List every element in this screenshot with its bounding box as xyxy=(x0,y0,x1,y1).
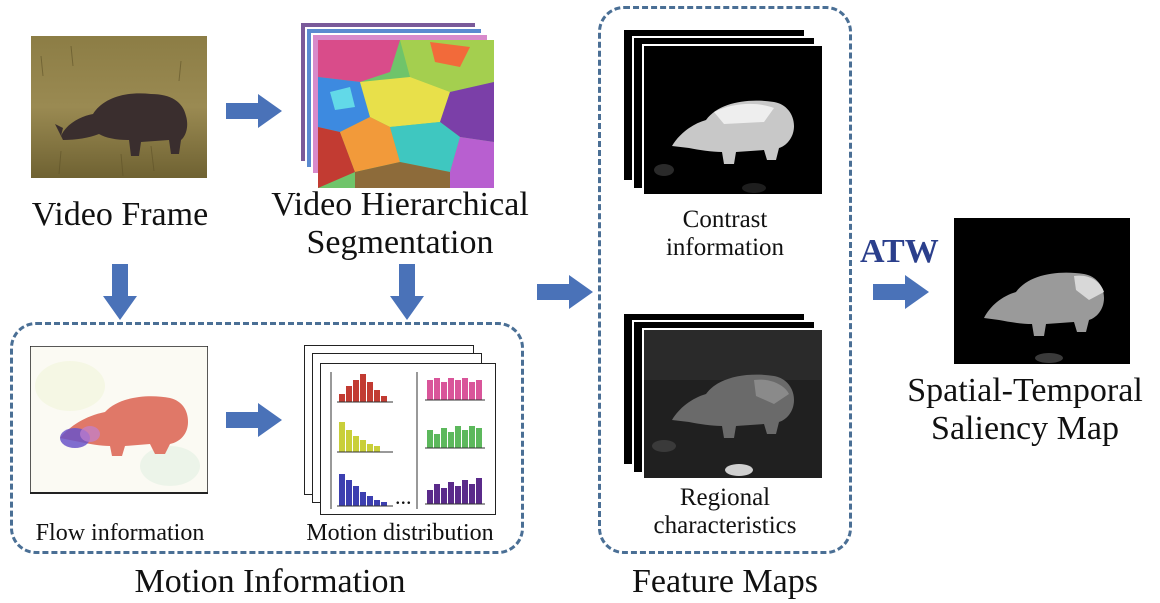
regional-label-line1: Regional xyxy=(679,484,771,511)
segmentation-stack xyxy=(300,22,500,192)
motion-distribution-front: ... xyxy=(320,363,496,515)
arrow-right-icon xyxy=(873,275,929,309)
histogram-red xyxy=(339,374,387,402)
regional-characteristics-label: Regional characteristics xyxy=(630,484,820,540)
saliency-label-line1: Spatial-Temporal xyxy=(907,372,1143,409)
histogram-pink xyxy=(427,378,482,400)
histogram-blue xyxy=(339,474,387,506)
regional-map-stack xyxy=(624,314,824,482)
arrow-down-icon xyxy=(390,264,424,320)
histogram-yellow xyxy=(339,422,380,452)
contrast-label-line1: Contrast xyxy=(682,206,768,233)
flow-information-image xyxy=(30,346,208,494)
segmentation-label-line1: Video Hierarchical xyxy=(271,186,529,223)
saliency-map-image xyxy=(954,218,1130,364)
arrow-right-icon xyxy=(226,94,282,128)
contrast-information-label: Contrast information xyxy=(640,206,810,262)
histogram-purple xyxy=(427,478,482,504)
motion-distribution-label: Motion distribution xyxy=(306,520,494,546)
video-frame-label: Video Frame xyxy=(31,196,209,233)
atw-label: ATW xyxy=(860,233,939,270)
histogram-green xyxy=(427,426,482,448)
arrow-right-icon xyxy=(537,275,593,309)
regional-label-line2: characteristics xyxy=(653,512,797,539)
feature-maps-box xyxy=(598,6,852,554)
feature-maps-label: Feature Maps xyxy=(631,563,818,600)
flow-information-label: Flow information xyxy=(35,520,205,546)
video-frame-image xyxy=(31,36,207,178)
motion-information-box xyxy=(10,322,524,554)
segmentation-label: Video Hierarchical Segmentation xyxy=(255,186,545,262)
contrast-map-stack xyxy=(624,30,824,198)
distribution-ellipsis: ... xyxy=(395,484,412,509)
contrast-label-line2: information xyxy=(665,234,785,261)
saliency-label-line2: Saliency Map xyxy=(931,410,1119,448)
segmentation-label-line2: Segmentation xyxy=(306,224,494,262)
saliency-map-label: Spatial-Temporal Saliency Map xyxy=(890,372,1160,448)
arrow-down-icon xyxy=(103,264,137,320)
arrow-right-icon xyxy=(226,403,282,437)
motion-information-label: Motion Information xyxy=(134,563,406,600)
